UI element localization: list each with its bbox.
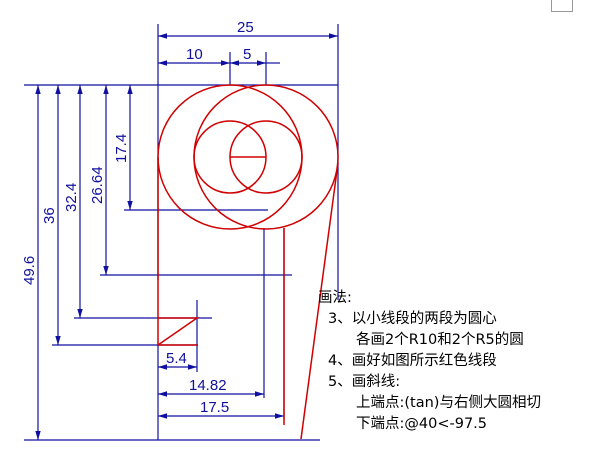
- dimension-lines: [24, 24, 339, 441]
- corner-window-fragment: [551, 0, 573, 12]
- dim-text-26-64: 26.64: [89, 166, 106, 204]
- dim-text-5: 5: [243, 46, 251, 63]
- dim-text-17-4: 17.4: [113, 134, 130, 163]
- dim-text-5-4: 5.4: [166, 350, 187, 367]
- dim-text-10: 10: [186, 46, 203, 63]
- notes-step-3: 3、以小线段的两段为圆心: [328, 311, 497, 327]
- dim-text-36: 36: [41, 207, 58, 224]
- dimension-texts: 25 10 5 49.6 36 32.4 26.64 17.4 5.4 14.8…: [21, 19, 254, 416]
- dim-text-14-82: 14.82: [189, 377, 227, 394]
- red-small-triangle: [157, 317, 200, 346]
- notes-step-5-bottom: 下端点:@40<-97.5: [356, 416, 488, 432]
- dim-text-32-4: 32.4: [63, 183, 80, 212]
- notes-step-3-detail: 各画2个R10和2个R5的圆: [356, 332, 524, 348]
- dim-text-25: 25: [237, 19, 254, 36]
- notes-title: 画法:: [318, 290, 352, 306]
- dim-text-17-5: 17.5: [200, 399, 229, 416]
- red-slanted-tangent-line: [300, 162, 339, 440]
- notes-step-4: 4、画好如图所示红色线段: [328, 353, 497, 369]
- dim-text-49-6: 49.6: [21, 256, 38, 285]
- notes-step-5: 5、画斜线:: [328, 374, 401, 390]
- drawing-notes: 画法: 3、以小线段的两段为圆心 各画2个R10和2个R5的圆 4、画好如图所示…: [318, 288, 608, 435]
- red-geometry: [157, 84, 339, 440]
- notes-step-5-top: 上端点:(tan)与右侧大圆相切: [356, 395, 541, 411]
